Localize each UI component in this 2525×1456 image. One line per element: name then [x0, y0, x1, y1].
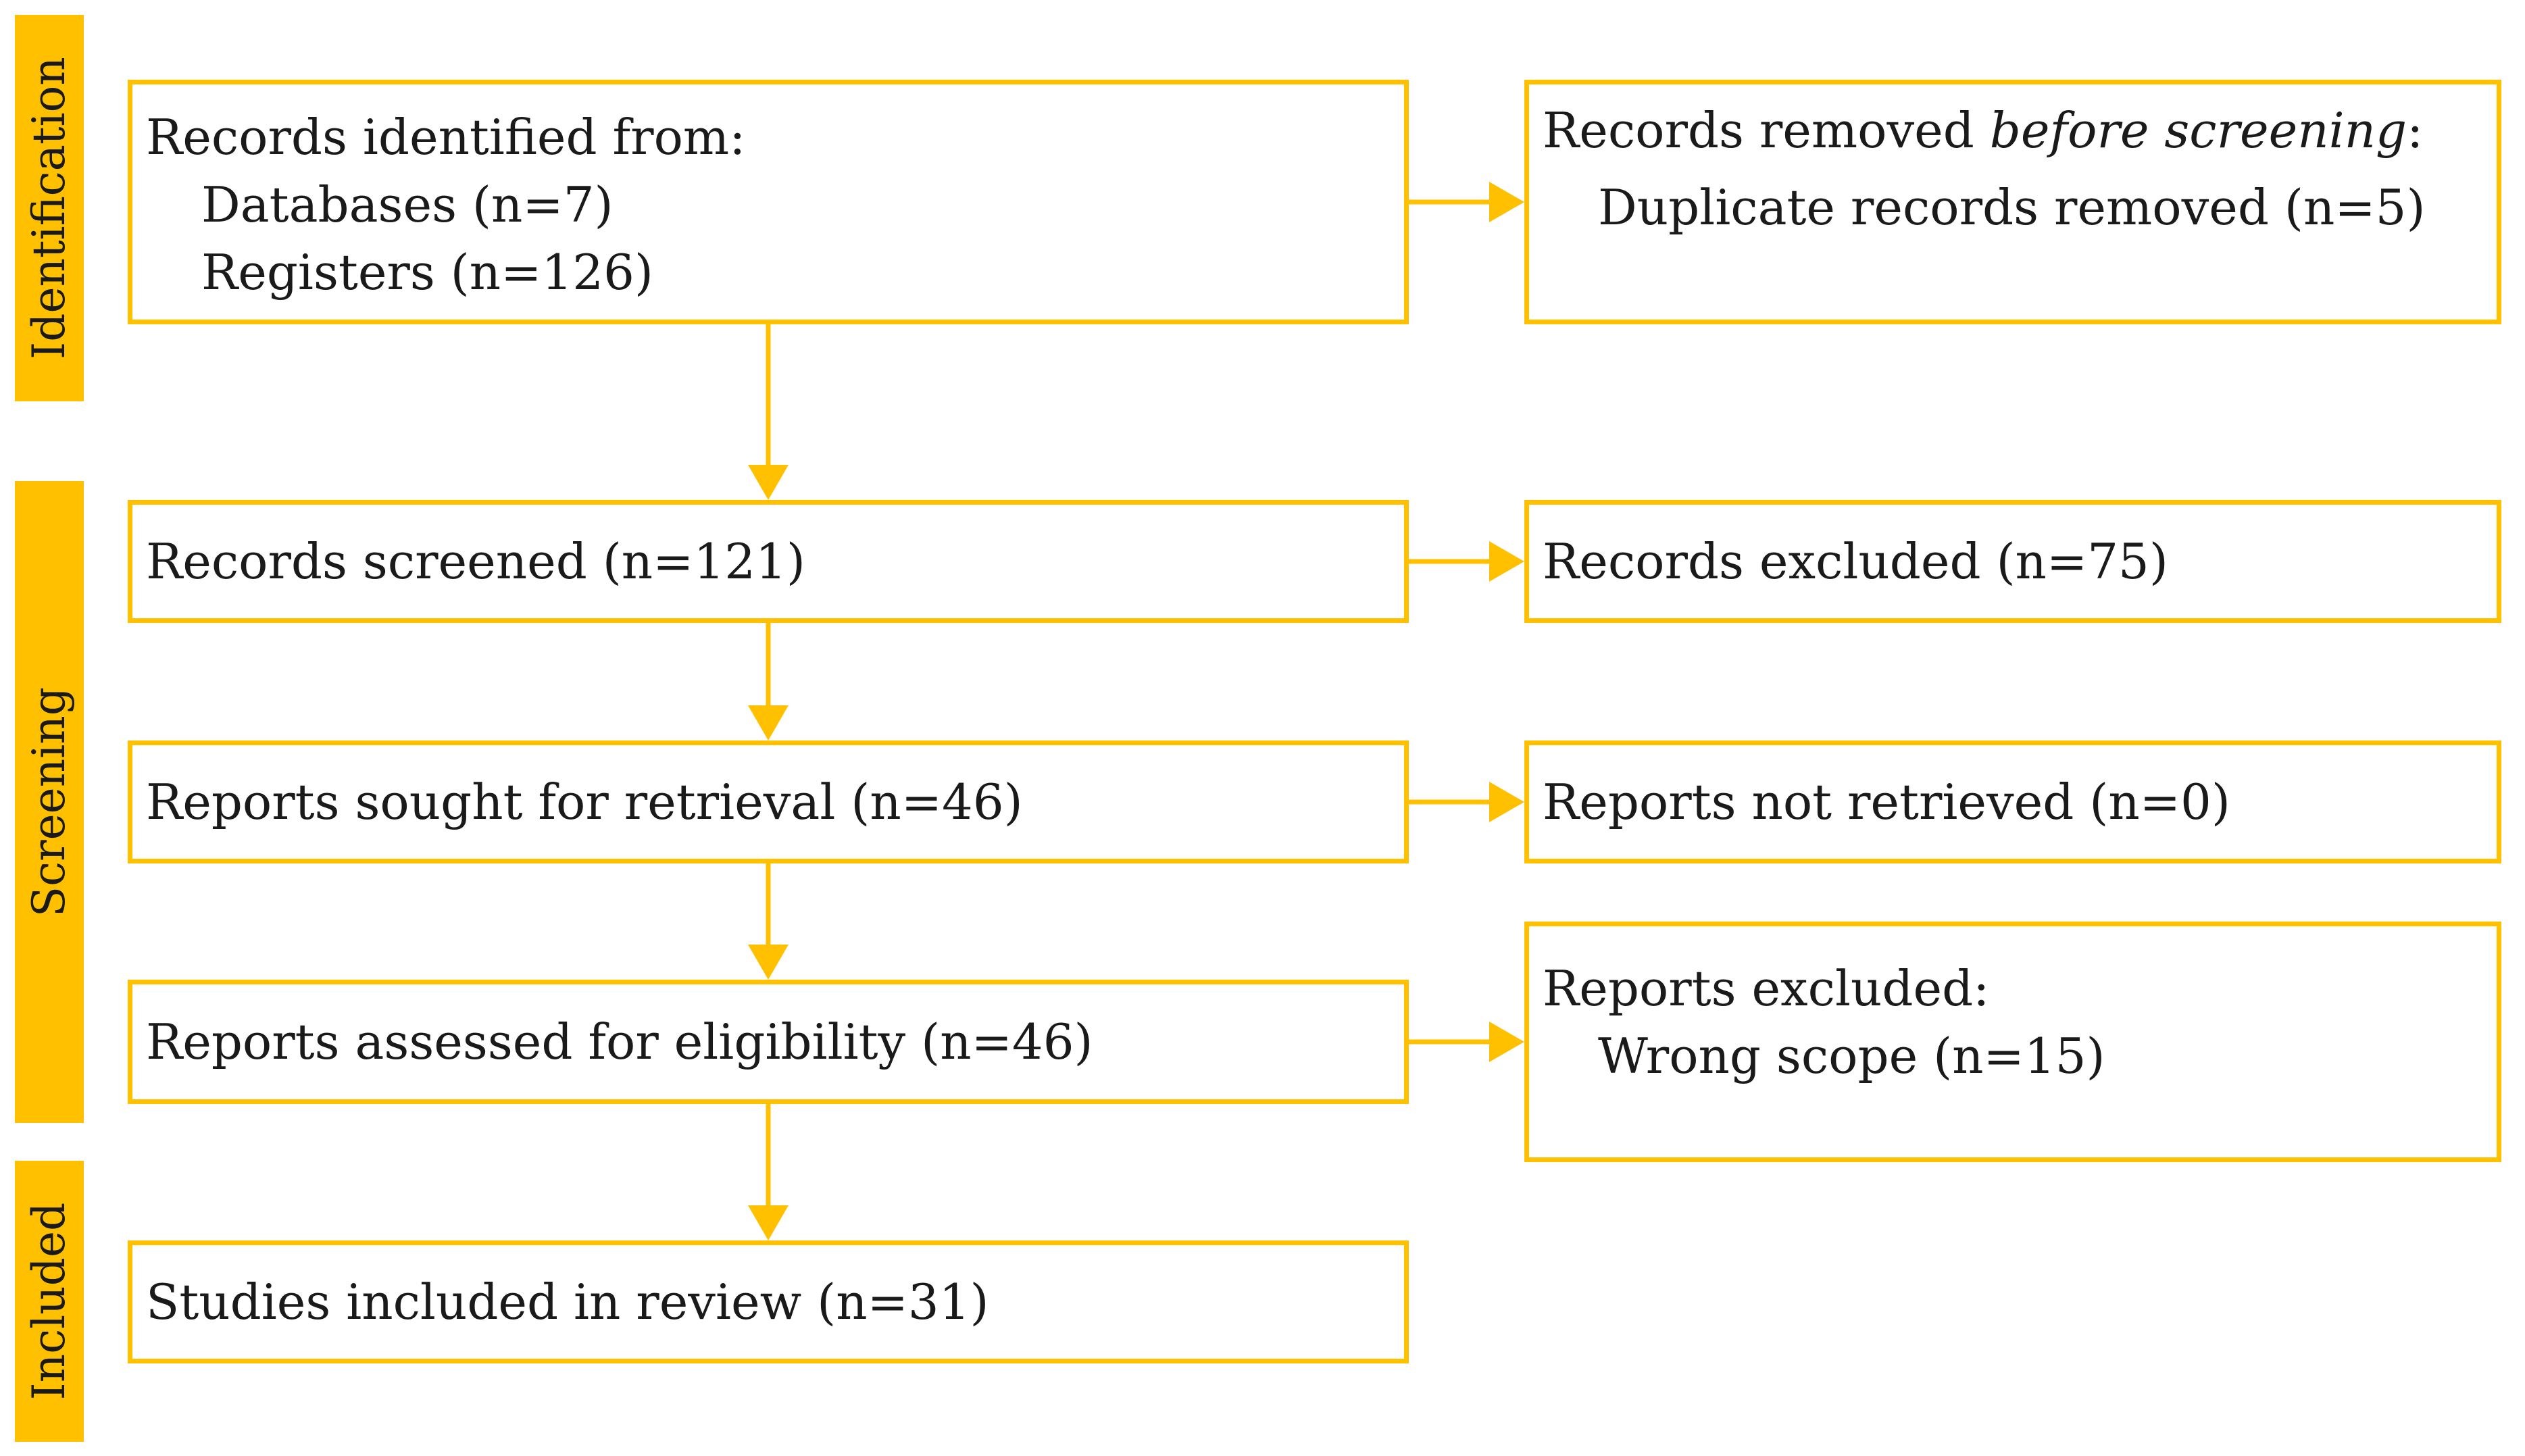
records-excluded-box: Records excluded (n=75) — [1524, 500, 2501, 623]
stage-bar-included: Included — [15, 1161, 84, 1442]
reports-assessed-box: Reports assessed for eligibility (n=46) — [128, 980, 1409, 1104]
records-removed-heading: Records removed before screening: — [1543, 97, 2497, 164]
reports-sought-text: Reports sought for retrieval (n=46) — [146, 774, 1023, 830]
records-identified-box: Records identified from: Databases (n=7)… — [128, 80, 1409, 324]
records-removed-box: Records removed before screening: Duplic… — [1524, 80, 2501, 324]
studies-included-text: Studies included in review (n=31) — [146, 1274, 989, 1330]
arrowhead-to-not-retrieved — [1489, 782, 1524, 822]
arrowhead-to-assessed — [748, 945, 789, 980]
studies-included-box: Studies included in review (n=31) — [128, 1240, 1409, 1363]
records-screened-text: Records screened (n=121) — [146, 533, 806, 590]
records-screened-box: Records screened (n=121) — [128, 500, 1409, 623]
records-excluded-text: Records excluded (n=75) — [1543, 533, 2168, 590]
records-removed-heading-italic: before screening — [1989, 102, 2407, 159]
arrowhead-to-removed — [1489, 182, 1524, 222]
arrowhead-to-included — [748, 1205, 789, 1240]
reports-not-retrieved-text: Reports not retrieved (n=0) — [1543, 774, 2230, 830]
reports-assessed-text: Reports assessed for eligibility (n=46) — [146, 1013, 1093, 1070]
reports-excluded-box: Reports excluded: Wrong scope (n=15) — [1524, 922, 2501, 1162]
records-databases: Databases (n=7) — [201, 176, 614, 233]
stage-bar-screening: Screening — [15, 481, 84, 1123]
arrowhead-to-screened — [748, 465, 789, 500]
records-registers: Registers (n=126) — [201, 244, 653, 301]
reports-sought-box: Reports sought for retrieval (n=46) — [128, 740, 1409, 863]
reports-excluded-wrong-scope: Wrong scope (n=15) — [1598, 1028, 2105, 1084]
records-identified-heading: Records identified from: — [146, 109, 746, 166]
reports-not-retrieved-box: Reports not retrieved (n=0) — [1524, 740, 2501, 863]
reports-excluded-heading: Reports excluded: — [1543, 960, 1990, 1017]
duplicate-records-removed: Duplicate records removed (n=5) — [1598, 179, 2426, 236]
arrowhead-to-sought — [748, 705, 789, 740]
arrowhead-to-reports-excluded — [1489, 1022, 1524, 1062]
records-removed-heading-prefix: Records removed — [1543, 102, 1990, 159]
records-removed-heading-suffix: : — [2407, 102, 2424, 159]
arrowhead-to-excluded — [1489, 541, 1524, 582]
stage-bar-identification: Identification — [15, 15, 84, 401]
